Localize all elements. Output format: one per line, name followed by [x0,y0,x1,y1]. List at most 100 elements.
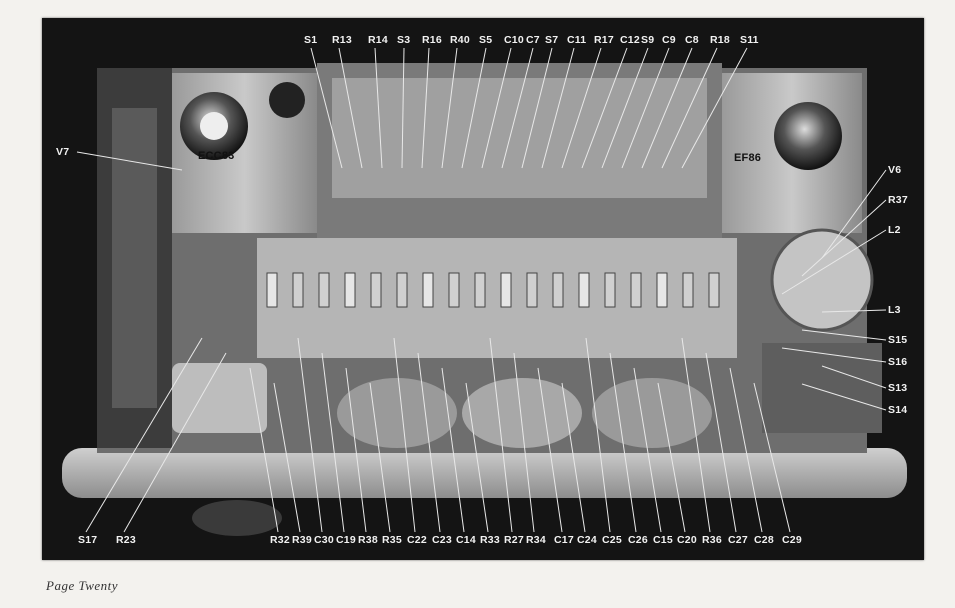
resistor [370,272,382,308]
leader-line [513,352,535,533]
leader-line [310,47,343,169]
leader-line [76,151,183,171]
callout-s16: S16 [888,356,908,368]
callout-s9: S9 [641,34,655,46]
resistor [422,272,434,308]
callout-c14: C14 [456,534,476,546]
leader-line [801,329,887,341]
leader-line [541,47,575,169]
leader-line [345,367,367,533]
resistor [396,272,408,308]
leader-line [681,47,748,169]
callout-c29: C29 [782,534,802,546]
callout-v6: V6 [888,164,902,176]
leader-line [621,47,670,169]
callout-s17: S17 [78,534,98,546]
leader-line [705,352,737,533]
leader-line [609,352,637,533]
callout-r34: R34 [526,534,546,546]
callout-r18: R18 [710,34,730,46]
callout-c10: C10 [504,34,524,46]
callout-c22: C22 [407,534,427,546]
leader-line [461,47,487,169]
leader-line [441,47,458,169]
leader-line [561,382,586,533]
resistor [578,272,590,308]
leader-line [393,337,416,533]
leader-line [641,47,693,169]
leader-line [821,309,887,313]
leader-line [657,382,686,533]
callout-s5: S5 [479,34,493,46]
resistor [630,272,642,308]
callout-c19: C19 [336,534,356,546]
callout-r38: R38 [358,534,378,546]
resistor [708,272,720,308]
callout-s7: S7 [545,34,559,46]
callout-s1: S1 [304,34,318,46]
leader-line [801,383,887,411]
tube-label-ecc83: ECC83 [198,150,235,162]
leader-line [781,229,887,295]
callout-c7: C7 [526,34,540,46]
leader-line [537,367,563,533]
callout-v7: V7 [56,146,70,158]
wafer-switch-stack [762,343,882,433]
leader-line [321,352,345,533]
leader-line [374,47,383,169]
callout-c27: C27 [728,534,748,546]
leader-line [521,47,553,169]
callout-r17: R17 [594,34,614,46]
resistor [292,272,304,308]
resistor [266,272,278,308]
leader-line [489,337,513,533]
callout-r23: R23 [116,534,136,546]
leader-line [501,47,534,169]
resistor [448,272,460,308]
callout-c25: C25 [602,534,622,546]
leader-line [421,47,430,169]
callout-c26: C26 [628,534,648,546]
callout-c9: C9 [662,34,676,46]
resistor [344,272,356,308]
leader-line [821,169,887,259]
v6-tube [774,102,842,170]
callout-c20: C20 [677,534,697,546]
leader-line [417,352,441,533]
callout-r13: R13 [332,34,352,46]
callout-r39: R39 [292,534,312,546]
callout-c12: C12 [620,34,640,46]
leader-line [729,367,763,533]
leader-line [441,367,465,533]
leader-line [273,382,301,533]
resistor [604,272,616,308]
callout-r35: R35 [382,534,402,546]
callout-c11: C11 [567,34,587,46]
leader-line [801,199,887,277]
callout-c28: C28 [754,534,774,546]
knob [192,500,282,536]
callout-r37: R37 [888,194,908,206]
leader-line [585,337,611,533]
leader-line [465,382,489,533]
callout-l2: L2 [888,224,901,236]
tube-label-ef86: EF86 [734,152,762,164]
leader-line [661,47,718,169]
chassis-base [62,448,907,498]
leader-line [123,352,227,533]
callout-c15: C15 [653,534,673,546]
leader-line [581,47,628,169]
callout-c23: C23 [432,534,452,546]
leader-line [601,47,649,169]
callout-s13: S13 [888,382,908,394]
potentiometer-3 [592,378,712,448]
leader-line [821,365,887,389]
callout-r27: R27 [504,534,524,546]
callout-r32: R32 [270,534,290,546]
callout-l3: L3 [888,304,901,316]
resistor [526,272,538,308]
resistor [656,272,668,308]
resistor [474,272,486,308]
callout-r14: R14 [368,34,388,46]
